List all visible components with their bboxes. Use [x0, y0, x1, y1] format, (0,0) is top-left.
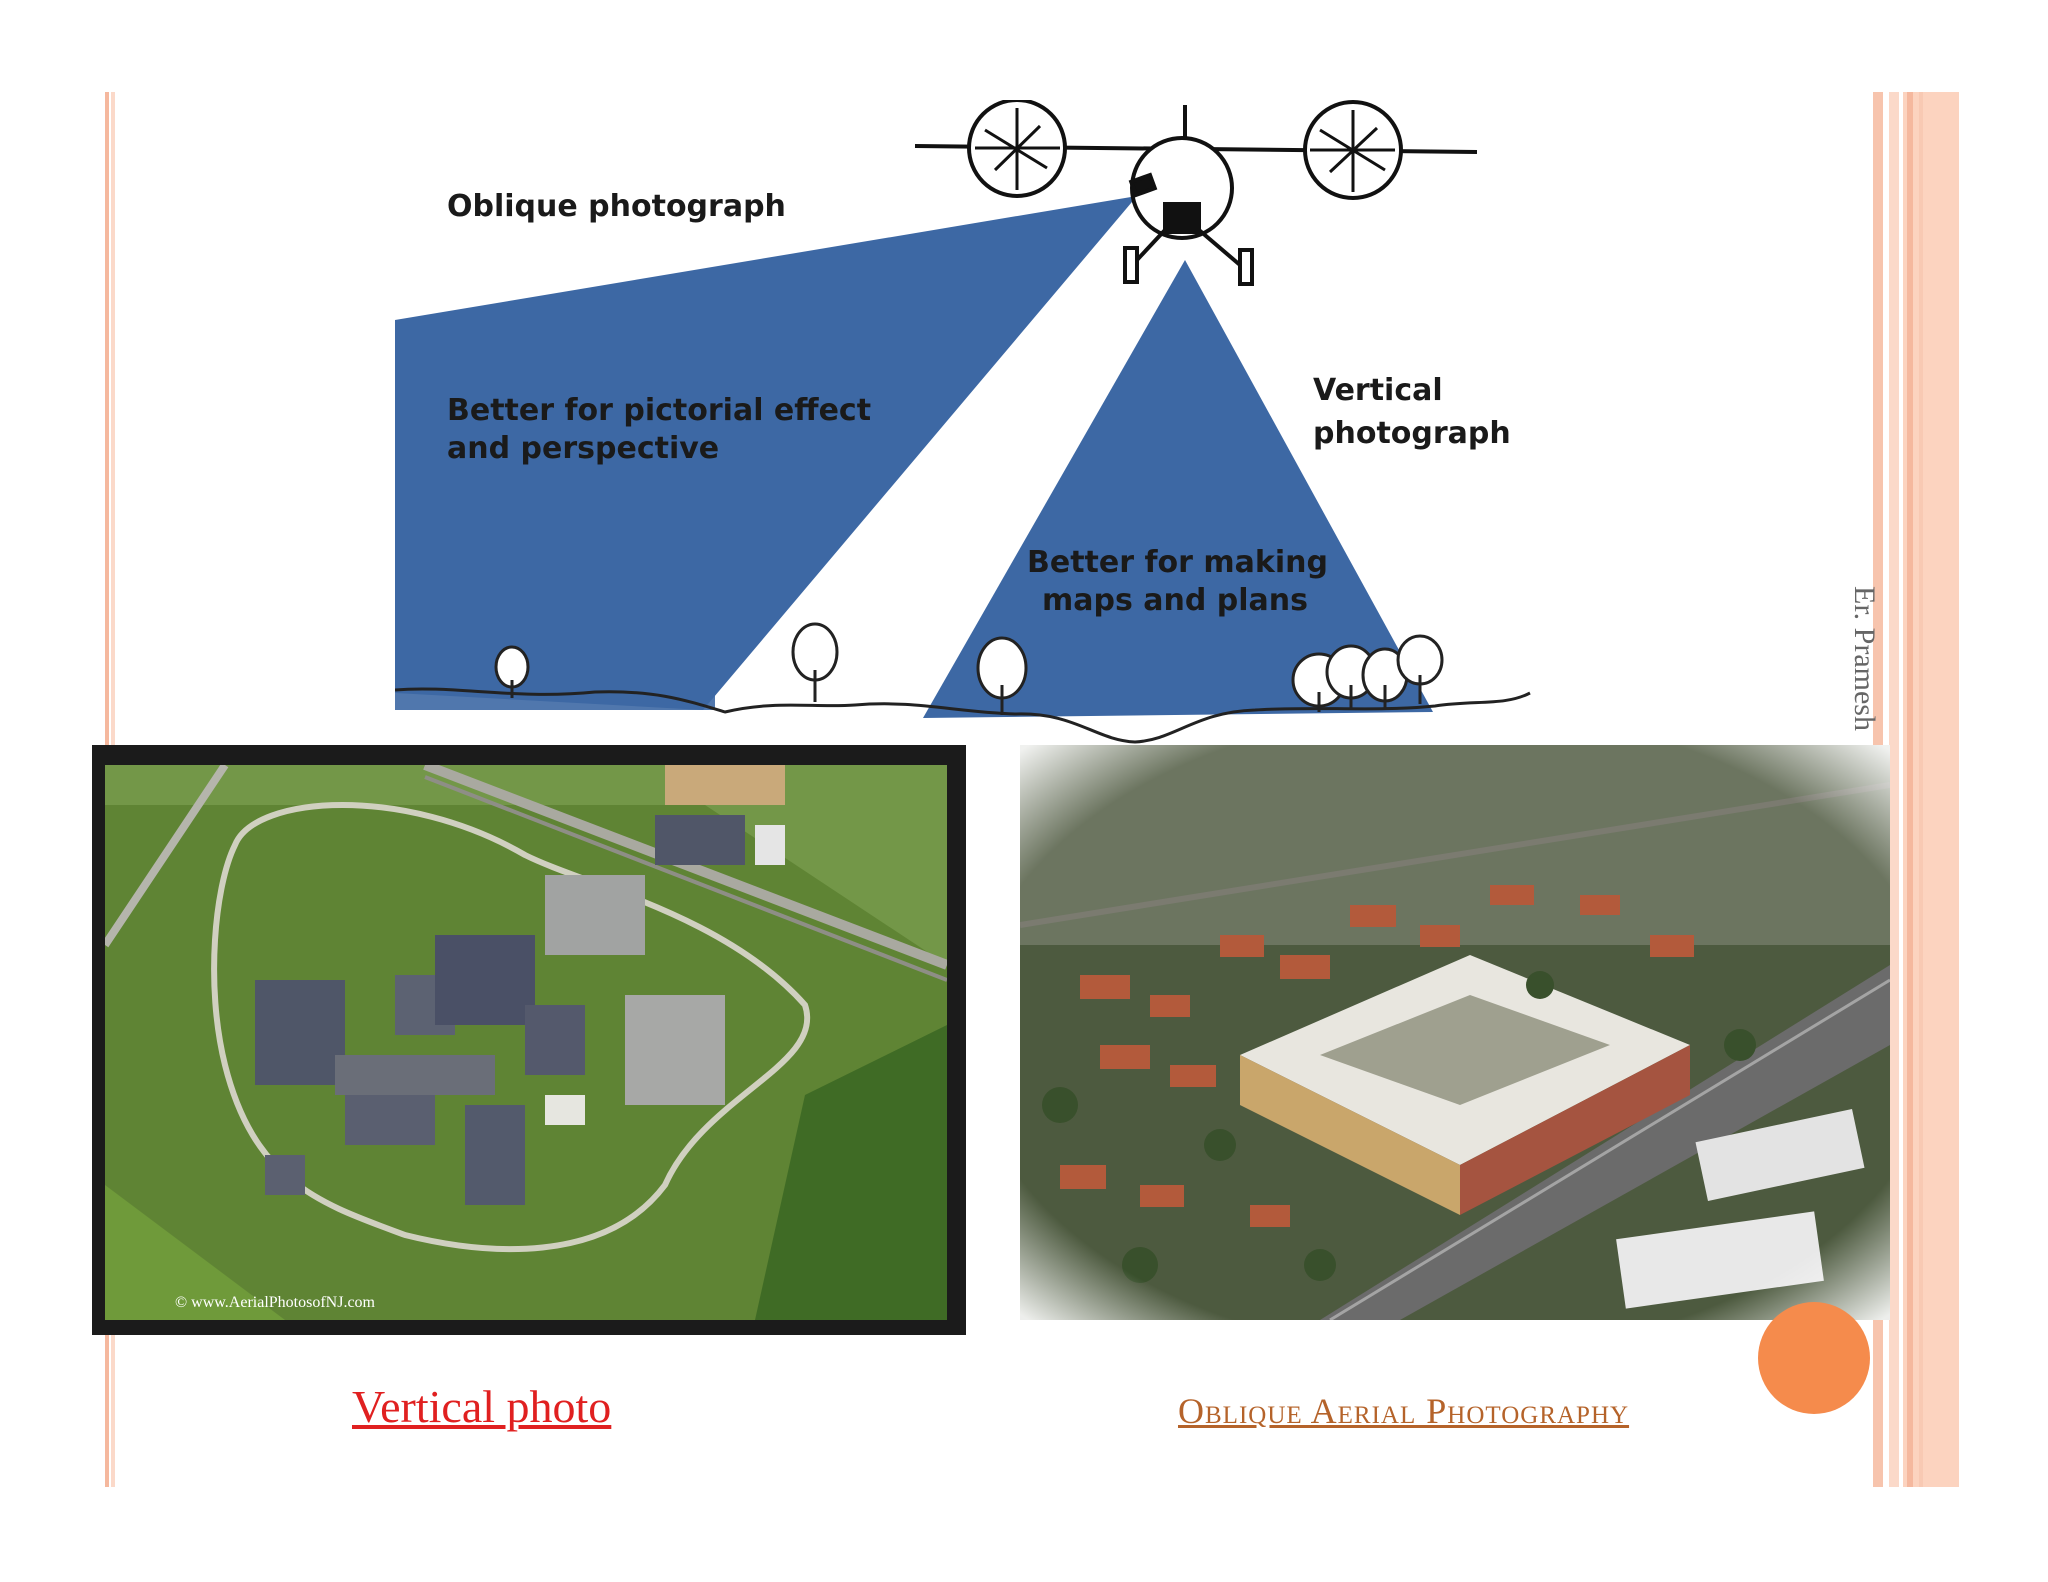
photo-copyright: © www.AerialPhotosofNJ.com [175, 1294, 375, 1311]
vertical-photograph-label-line1: Vertical [1313, 373, 1443, 408]
oblique-description-line2: and perspective [447, 431, 720, 466]
author-side-text: Er. Pramesh [1848, 586, 1881, 731]
oblique-photograph-label: Oblique photograph [447, 189, 786, 224]
vertical-description-line1: Better for making [1027, 545, 1328, 580]
vertical-photo-frame: © www.AerialPhotosofNJ.com [92, 745, 966, 1335]
vertical-photo-caption-link[interactable]: Vertical photo [352, 1381, 612, 1432]
vertical-photograph-label-line2: photograph [1313, 416, 1511, 451]
vertical-beam [923, 260, 1433, 718]
trees [494, 622, 1444, 715]
oblique-beam [395, 196, 1137, 710]
oblique-description-line1: Better for pictorial effect [447, 393, 872, 428]
vertical-aerial-photo: © www.AerialPhotosofNJ.com [105, 765, 947, 1320]
aerial-photo-diagram: Oblique photograph Better for pictorial … [394, 98, 1535, 750]
oblique-photo-caption-link[interactable]: Oblique Aerial Photography [1178, 1391, 1630, 1431]
oblique-photo-image [1020, 745, 1890, 1320]
oblique-aerial-photo [1020, 745, 1890, 1320]
diagram-illustration [394, 98, 1531, 744]
vertical-description-line2: maps and plans [1042, 583, 1309, 618]
page-number-circle [1758, 1302, 1870, 1414]
airplane-icon [914, 98, 1478, 286]
vertical-photo-image [105, 765, 947, 1320]
